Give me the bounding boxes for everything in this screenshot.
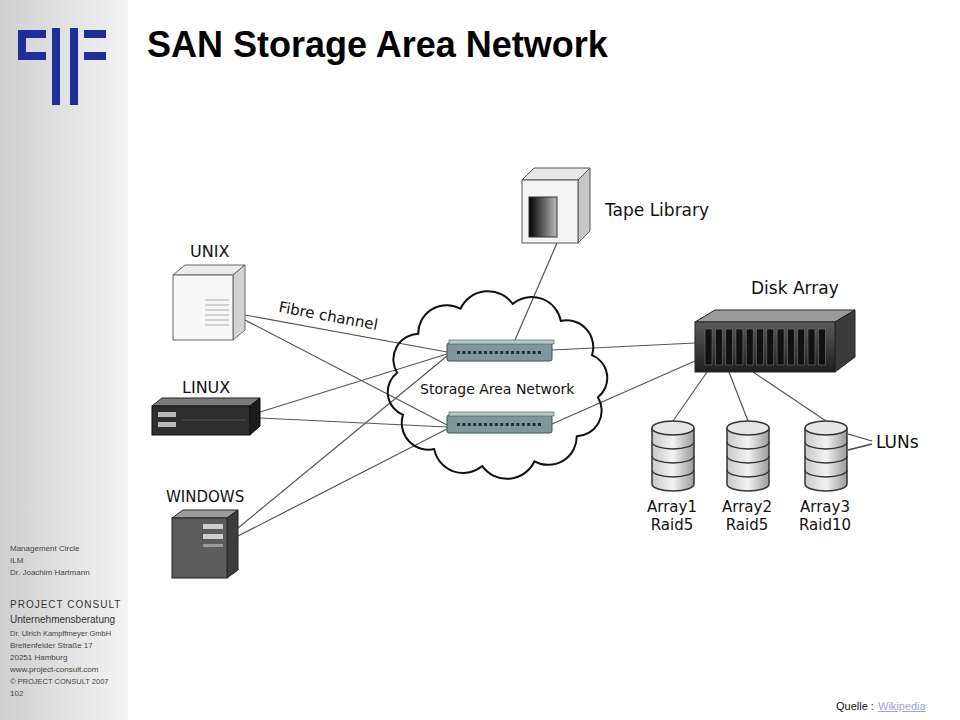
sidebar-text: © PROJECT CONSULT 2007 [10,677,108,686]
fibre-link [245,320,447,425]
fibre-link [238,356,447,528]
fibre-link [552,343,695,350]
linux-server: LINUX [150,376,262,438]
sidebar-text: Dr. Joachim Hartmann [10,568,90,578]
windows-server: WINDOWS [163,486,253,581]
sidebar-text: ILM [10,556,23,566]
node-label: Disk Array [751,278,839,298]
san-cloud: Storage Area Network [380,285,615,485]
edge-label: Fibre channel [275,299,381,334]
fibre-link [673,372,707,421]
sidebar-text: Unternehmensberatung [10,614,115,626]
unix-server: UNIX [165,240,255,345]
source-note: Wikipedia [878,700,926,713]
node-label: UNIX [190,242,229,261]
sidebar-text: www.project-consult.com [10,665,98,675]
node-label: Array3 Raid10 [792,498,858,534]
fibre-link [260,418,447,427]
node-label: Array2 Raid5 [714,498,780,534]
fibre-link [238,429,447,536]
node-label: Storage Area Network [417,381,577,398]
node-label: Tape Library [605,200,709,220]
sidebar-text: Management Circle [10,544,79,554]
raid-array: Array3 Raid10 [790,418,861,536]
raid-array: Array2 Raid5 [712,418,783,536]
node-label: Array1 Raid5 [639,498,705,534]
fibre-link [515,243,557,340]
raid-array: Array1 Raid5 [637,418,708,536]
company-logo [0,0,128,120]
node-label: LINUX [182,378,230,397]
tape-library: Tape Library [515,165,725,245]
lun-label: LUNs [876,432,919,452]
sidebar-text: Breitenfelder Straße 17 [10,641,93,651]
sidebar-text: 102 [10,689,23,699]
fibre-link [753,372,826,421]
fibre-link [729,372,748,421]
sidebar-text: Dr. Ulrich Kampffmeyer GmbH [10,629,111,638]
source-note: Quelle : [836,700,874,713]
disk-array: Disk Array [693,275,863,375]
node-label: WINDOWS [166,488,244,506]
sidebar-text: PROJECT CONSULT [10,599,121,611]
sidebar-band [0,0,128,720]
sidebar-text: 20251 Hamburg [10,653,67,663]
slide-title: SAN Storage Area Network [147,24,608,66]
